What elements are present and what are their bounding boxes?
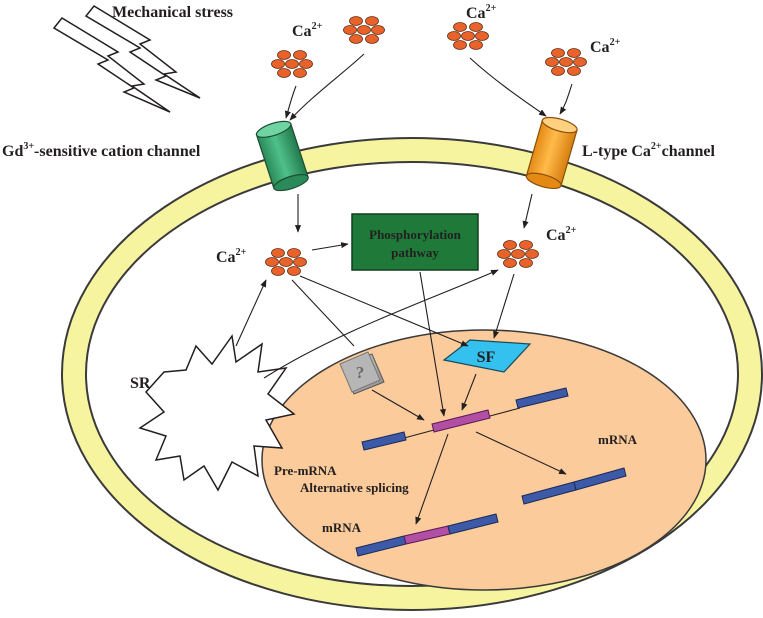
calcium-ion [299, 59, 313, 69]
calcium-ion [271, 266, 285, 276]
unknown-factor-box: ? [339, 351, 385, 395]
ca-cluster-cytosol-right [497, 240, 539, 268]
arrow-ca-right-to-sf [493, 273, 515, 339]
gd-channel-label: Gd3+-sensitive cation channel [2, 141, 201, 160]
calcium-ion [349, 16, 363, 26]
pre-mrna-exon-middle [431, 409, 491, 433]
sf-diamond [442, 339, 532, 373]
calcium-ion [293, 50, 307, 60]
arrow-ca-to-gd-1 [284, 85, 297, 119]
calcium-ion [277, 50, 291, 60]
gd-channel-icon [255, 120, 309, 192]
ca-label-top-right-2: Ca2+ [590, 37, 621, 56]
calcium-ion [551, 66, 565, 76]
arrow-ca-to-sf [299, 275, 469, 347]
calcium-ion [349, 34, 363, 44]
ca-cluster-cytosol-left [265, 248, 307, 276]
calcium-ion [469, 40, 483, 50]
calcium-ion [293, 68, 307, 78]
calcium-ion [511, 249, 525, 259]
arrow-sf-to-splicing [461, 373, 477, 411]
arrow-ca-to-ltype-1 [469, 57, 547, 117]
ltype-channel-label: L-type Ca2+channel [582, 141, 715, 160]
calcium-ion [287, 248, 301, 258]
calcium-ion [503, 258, 517, 268]
nucleus [261, 329, 707, 591]
calcium-ion [559, 57, 573, 67]
calcium-ion [519, 240, 533, 250]
calcium-ion [453, 40, 467, 50]
sf-label: SF [477, 349, 496, 366]
arrow-ca-to-phosphorylation [311, 242, 349, 251]
calcium-ion [519, 258, 533, 268]
arrow-splicing-to-mrna-left [415, 433, 449, 525]
mrna-left-strand [355, 513, 499, 557]
ca-cluster-top-a [271, 50, 313, 78]
arrows [235, 53, 573, 525]
calcium-ion [497, 249, 511, 259]
mechanical-stress-label: Mechanical stress [112, 4, 233, 21]
mrna-right-strand [521, 467, 627, 505]
calcium-ion [277, 68, 291, 78]
ca-label-right-cytosol: Ca2+ [546, 225, 577, 244]
pre-mrna-strand [361, 387, 569, 451]
calcium-ion [265, 257, 279, 267]
calcium-ion [545, 57, 559, 67]
calcium-ion [453, 22, 467, 32]
calcium-ion [287, 266, 301, 276]
calcium-ion [357, 25, 371, 35]
arrow-ltype-to-ca [522, 193, 533, 229]
ca-cluster-top-c [447, 22, 489, 50]
pre-mrna-exon-right [515, 387, 569, 409]
sr-starburst-icon [138, 334, 296, 492]
calcium-ion [343, 25, 357, 35]
calcium-ion [279, 257, 293, 267]
calcium-ion [475, 31, 489, 41]
calcium-ion [551, 48, 565, 58]
calcium-ion [271, 248, 285, 258]
arrow-ca-to-ltype-2 [559, 83, 573, 115]
ca-cluster-top-b [343, 16, 385, 44]
arrow-ca-to-gd-2 [289, 53, 365, 121]
arrow-phosphorylation-to-splicing [419, 271, 446, 417]
calcium-ion [447, 31, 461, 41]
sr-label: SR [130, 375, 151, 392]
phosphorylation-label-line1: Phosphorylation [369, 227, 462, 242]
calcium-ion [271, 59, 285, 69]
ca-label-left-cytosol: Ca2+ [216, 247, 247, 266]
calcium-ion [503, 240, 517, 250]
calcium-ion [365, 16, 379, 26]
question-mark-icon: ? [356, 363, 365, 382]
arrow-question-to-splicing [371, 389, 425, 421]
calcium-ion [567, 66, 581, 76]
arrow-sr-to-ca-left [235, 279, 267, 347]
calcium-ion [365, 34, 379, 44]
calcium-ion [285, 59, 299, 69]
calcium-ion [573, 57, 587, 67]
mrna-right-label: mRNA [598, 432, 638, 447]
arrow-sr-to-ca-right [263, 269, 499, 379]
ca-cluster-top-d [545, 48, 587, 76]
pre-mrna-label: Pre-mRNA [274, 463, 337, 478]
mrna-left-label: mRNA [322, 520, 362, 535]
calcium-ion [567, 48, 581, 58]
calcium-ion [371, 25, 385, 35]
calcium-ion [461, 31, 475, 41]
ca-label-top-left: Ca2+ [292, 21, 323, 40]
ltype-channel-icon [525, 116, 578, 190]
ca-label-top-right-1: Ca2+ [466, 3, 497, 22]
pre-mrna-exon-left [361, 431, 407, 451]
phosphorylation-label-line2: pathway [391, 245, 439, 260]
phosphorylation-box [351, 213, 479, 271]
alternative-splicing-label: Alternative splicing [300, 480, 409, 495]
arrow-splicing-to-mrna-right [475, 431, 567, 475]
calcium-ion [293, 257, 307, 267]
mechanical-stress-icon [52, 5, 201, 113]
calcium-ion [525, 249, 539, 259]
calcium-ion [469, 22, 483, 32]
